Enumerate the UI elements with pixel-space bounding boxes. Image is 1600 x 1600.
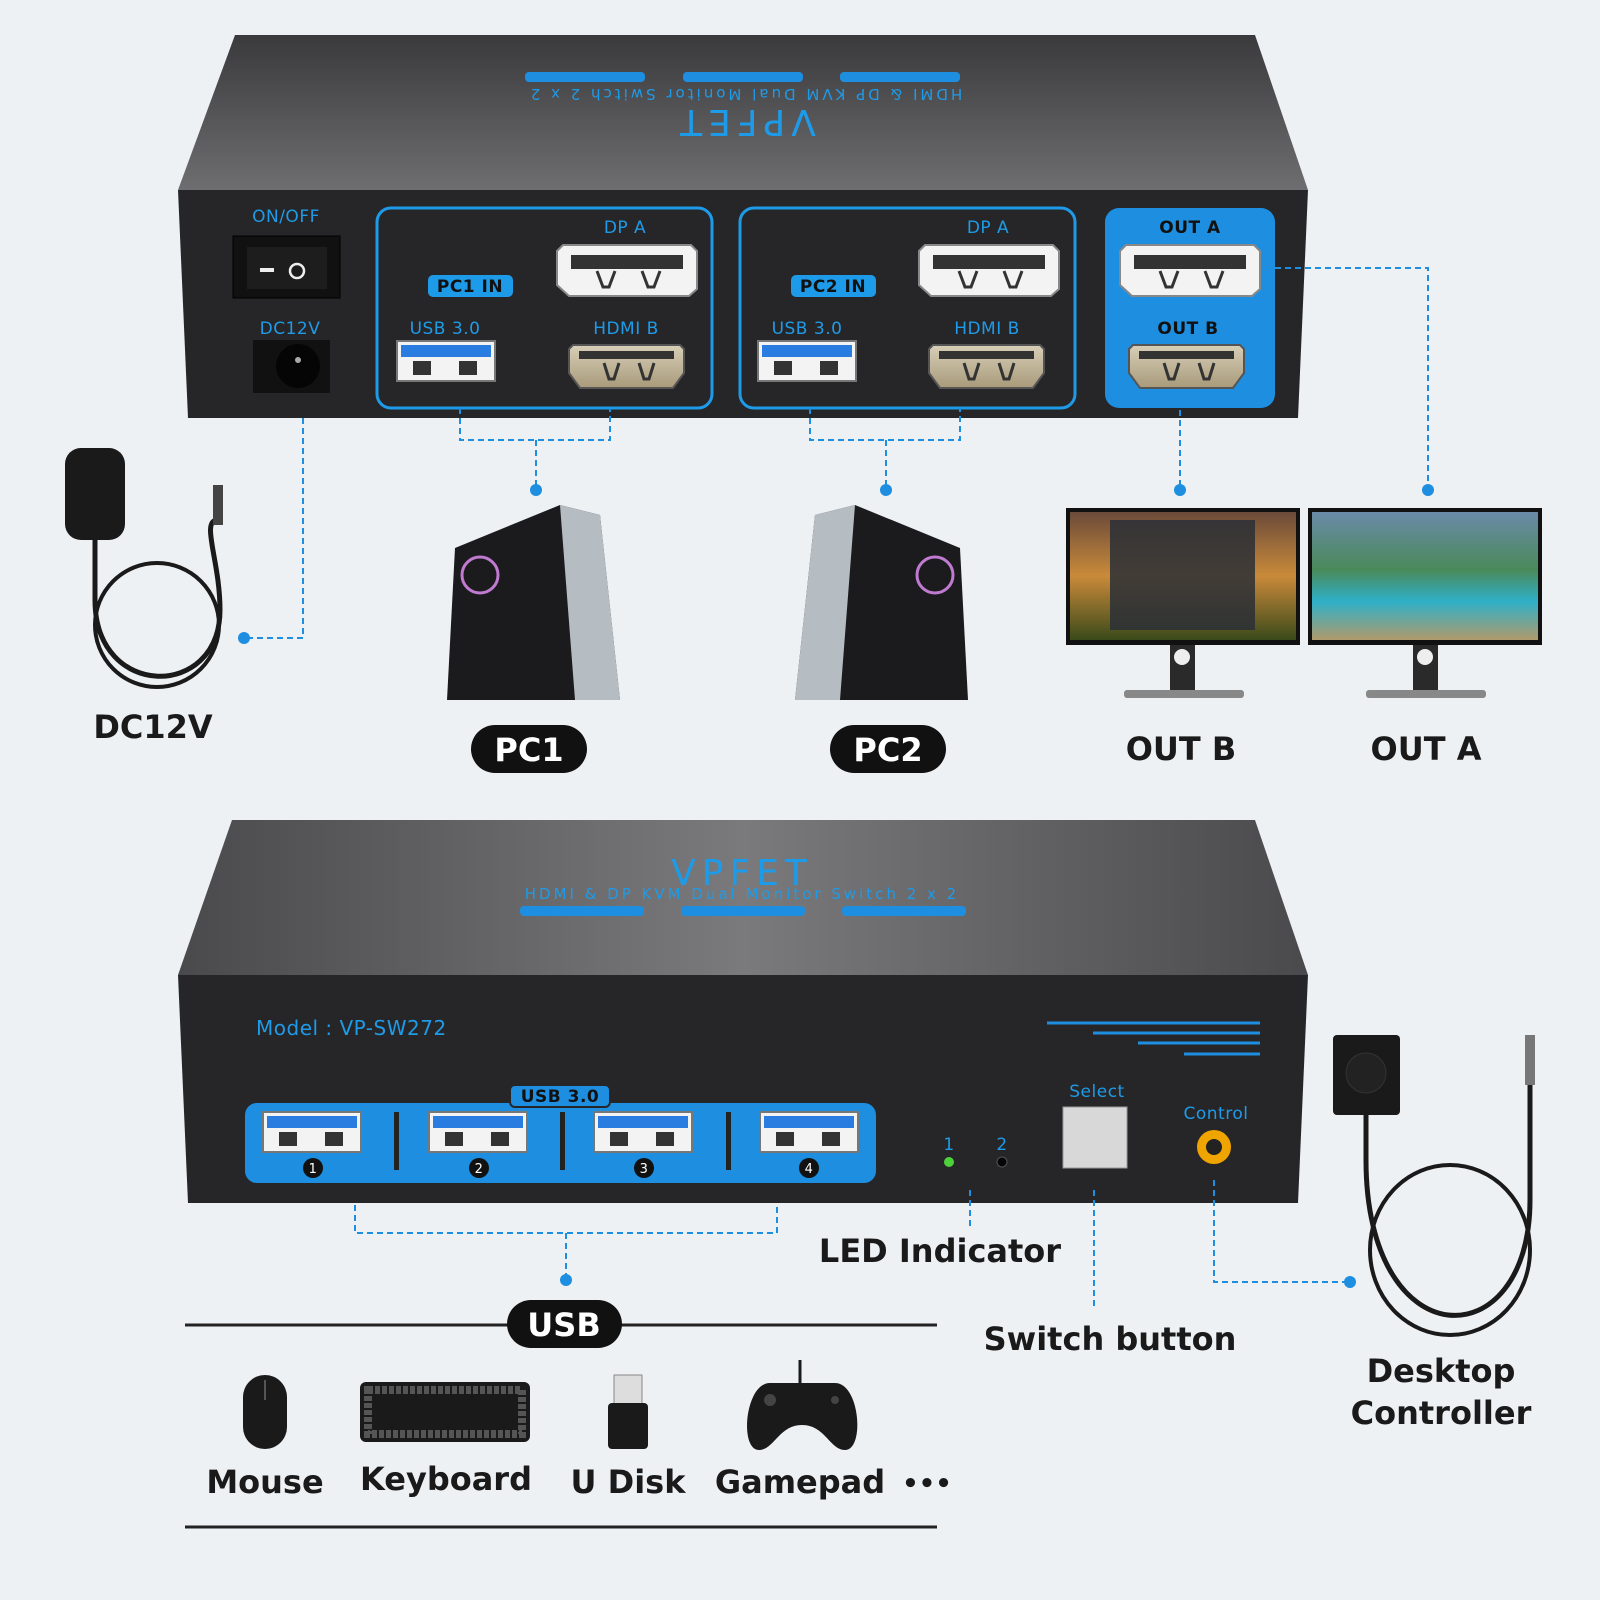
usb-port (757, 340, 857, 382)
power-jack-label: DC12V (260, 319, 321, 339)
out-b-callout: OUT B (1126, 730, 1237, 768)
device-top-face (178, 820, 1308, 975)
hdmi-port (567, 343, 686, 390)
hdmi-b-label: HDMI B (593, 319, 659, 339)
model-label: Model : VP-SW272 (256, 1016, 447, 1040)
pc2-label: PC2 (853, 731, 922, 769)
divider (560, 1112, 565, 1170)
spec-pill (681, 906, 805, 916)
usb-badge (507, 1300, 622, 1348)
usb-disk-icon (608, 1374, 648, 1449)
port-number: 4 (805, 1162, 814, 1177)
device-top-face (178, 35, 1308, 190)
pc1-in-badge (428, 275, 513, 297)
usb-port-1: 1 (262, 1111, 362, 1178)
power-switch-label: ON/OFF (252, 207, 320, 227)
port-number: 2 (475, 1162, 484, 1177)
decorative-lines (1047, 1021, 1260, 1056)
usb-label: USB 3.0 (410, 319, 481, 339)
device-subtitle: HDMI & DP KVM Dual Monitor Switch 2 x 2 (525, 885, 959, 903)
hdmi-out-port (1127, 343, 1246, 390)
usb-section-title: USB (527, 1306, 600, 1344)
pc2-badge (830, 725, 946, 773)
out-a-callout: OUT A (1371, 730, 1482, 768)
usb-port (396, 340, 496, 382)
power-switch (232, 235, 341, 299)
power-jack (253, 340, 330, 393)
pc2-in-badge (791, 275, 876, 297)
spec-pill (683, 72, 803, 82)
led-1 (944, 1157, 954, 1167)
pc2-input-group: DP A PC2 IN USB 3.0 HDMI B (738, 206, 1077, 410)
hdmi-b-label: HDMI B (954, 319, 1020, 339)
pc1-in-badge-text: PC1 IN (437, 277, 503, 297)
connection-lines-top (238, 267, 1434, 644)
pc1-input-group: DP A PC1 IN USB 3.0 HDMI B (375, 206, 714, 410)
pc1-tower-icon (447, 505, 620, 700)
led-2 (996, 1156, 1008, 1168)
usb-port-4: 4 (759, 1111, 859, 1178)
output-group: OUT A OUT B (1105, 208, 1275, 408)
gamepad-label: Gamepad (715, 1463, 885, 1501)
usb3-badge-text: USB 3.0 (521, 1087, 600, 1107)
desktop-controller-callout-line1: Desktop (1367, 1352, 1516, 1390)
power-adapter-icon (65, 448, 223, 689)
pc1-badge (471, 725, 587, 773)
pc2-in-badge-text: PC2 IN (800, 277, 866, 297)
led-indicator-callout: LED Indicator (819, 1232, 1061, 1270)
desktop-controller-callout-line2: Controller (1351, 1394, 1532, 1432)
desktop-controller-icon (1333, 1035, 1535, 1337)
select-label: Select (1069, 1082, 1124, 1102)
u-disk-label: U Disk (571, 1463, 687, 1501)
mouse-icon (243, 1375, 287, 1449)
dp-a-label: DP A (604, 218, 646, 238)
divider (394, 1112, 399, 1170)
control-label: Control (1184, 1104, 1249, 1124)
mouse-label: Mouse (206, 1463, 323, 1501)
usb3-badge (509, 1084, 611, 1108)
led-2-label: 2 (996, 1135, 1007, 1155)
displayport-port (555, 243, 699, 298)
out-a-label: OUT A (1159, 218, 1221, 238)
port-number: 3 (640, 1162, 649, 1177)
brand-logo: VPFET (674, 101, 816, 142)
dc12v-callout: DC12V (93, 708, 213, 746)
monitor-b-icon (1066, 508, 1300, 698)
out-b-label: OUT B (1157, 319, 1218, 339)
connection-lines-bottom (354, 1180, 1356, 1310)
hdmi-port (927, 343, 1046, 390)
spec-pill (520, 906, 644, 916)
spec-pill (525, 72, 645, 82)
switch-button-callout: Switch button (984, 1320, 1237, 1358)
keyboard-icon (360, 1382, 530, 1442)
kvm-switch-front: VPFET HDMI & DP KVM Dual Monitor Switch … (178, 820, 1308, 1203)
pc2-tower-icon (795, 505, 968, 700)
usb-devices-section: USB Mouse Keyboard U Disk Gamepad ••• (185, 1300, 952, 1529)
monitor-a-icon (1308, 508, 1542, 698)
device-subtitle: HDMI & DP KVM Dual Monitor Switch 2 x 2 (528, 85, 962, 103)
displayport-port (917, 243, 1061, 298)
kvm-switch-rear: VPFET HDMI & DP KVM Dual Monitor Switch … (178, 35, 1308, 418)
usb-port-3: 3 (593, 1111, 693, 1178)
port-number: 1 (309, 1162, 318, 1177)
spec-pill (840, 72, 960, 82)
led-1-label: 1 (943, 1135, 954, 1155)
displayport-out-port (1118, 243, 1262, 298)
gamepad-icon (747, 1360, 858, 1450)
divider (726, 1112, 731, 1170)
dp-a-label: DP A (967, 218, 1009, 238)
usb-port-2: 2 (428, 1111, 528, 1178)
more-devices-ellipsis: ••• (902, 1469, 952, 1499)
select-button (1062, 1106, 1128, 1169)
pc1-label: PC1 (494, 731, 563, 769)
brand-logo: VPFET (671, 853, 813, 894)
spec-pill (842, 906, 966, 916)
mirrored-branding: VPFET HDMI & DP KVM Dual Monitor Switch … (525, 72, 962, 142)
keyboard-label: Keyboard (360, 1460, 532, 1498)
usb-label: USB 3.0 (772, 319, 843, 339)
